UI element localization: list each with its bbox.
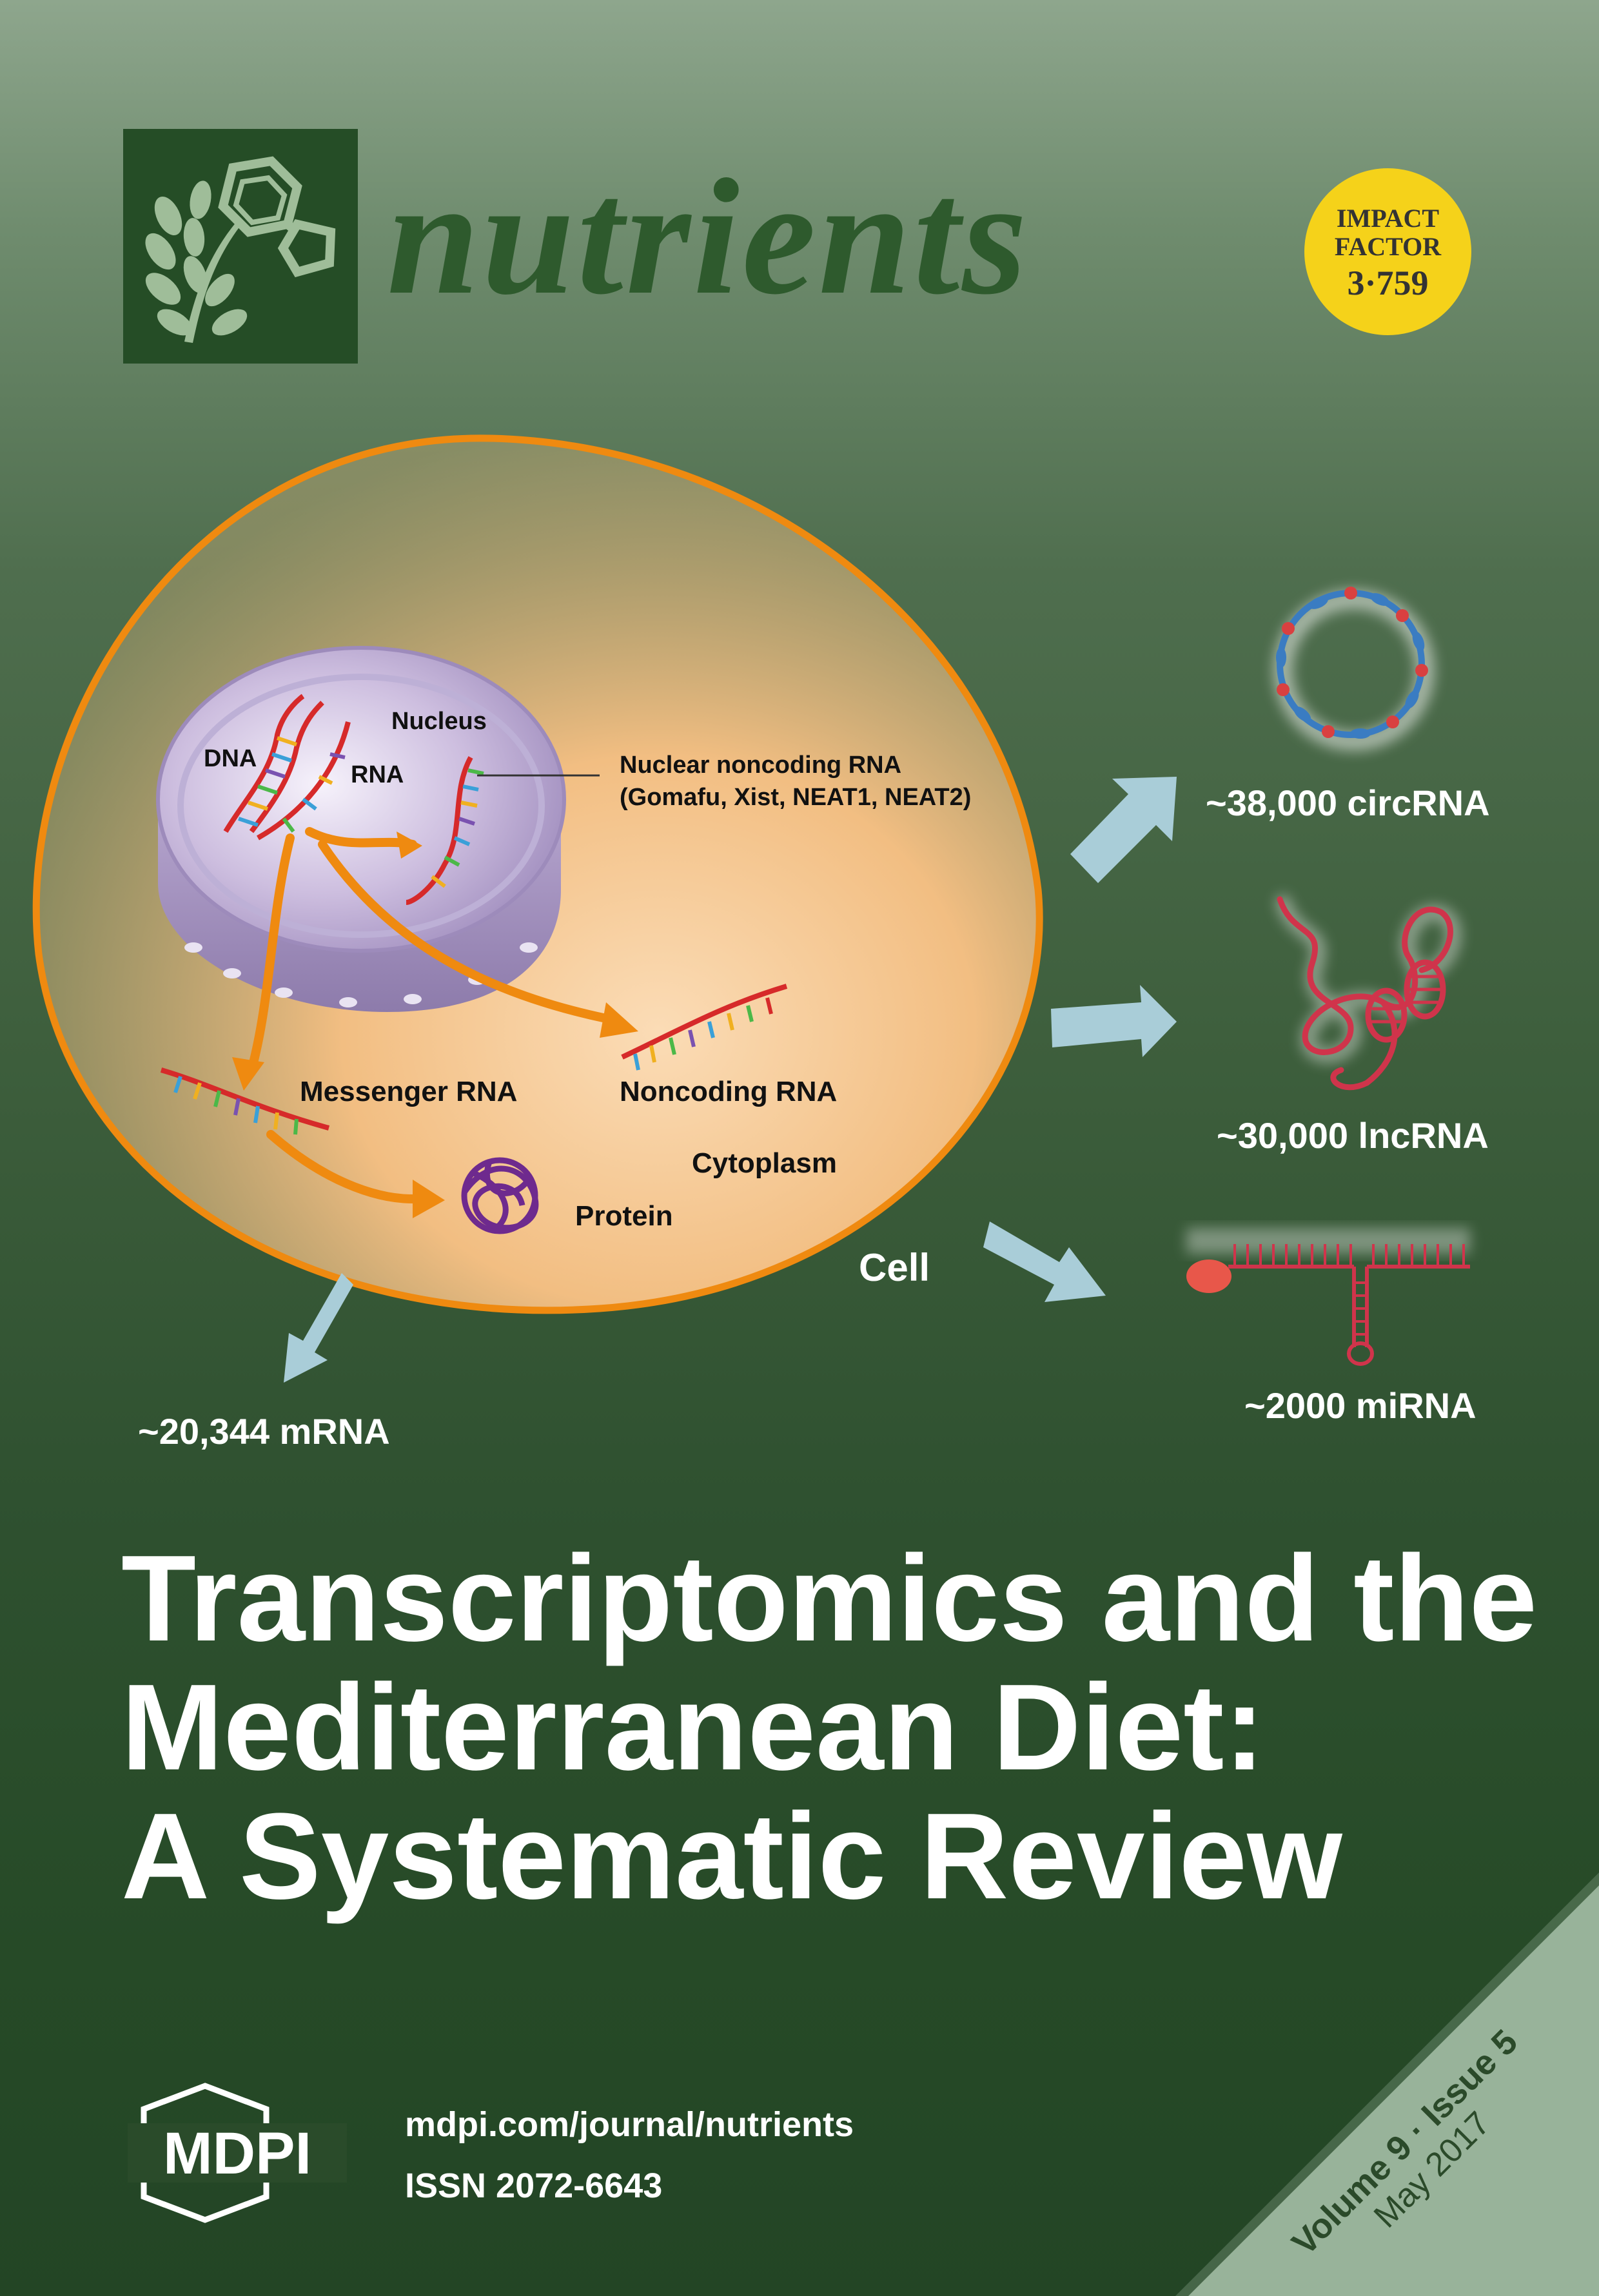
messenger-rna-label: Messenger RNA <box>300 1076 518 1107</box>
messenger-rna-strand <box>160 1067 330 1135</box>
wheat-and-molecule-icon <box>145 156 336 343</box>
protein-illustration <box>461 1157 539 1234</box>
lncrna-illustration <box>1275 895 1462 1091</box>
nucleus-label: Nucleus <box>391 708 487 735</box>
nucleus <box>156 646 566 1012</box>
output-arrows <box>284 777 1177 1383</box>
cell-label: Cell <box>859 1246 930 1289</box>
impact-factor-line1: IMPACT <box>1336 204 1440 233</box>
cytoplasm-ncrna-strand <box>621 984 788 1071</box>
rna-label: RNA <box>351 761 404 788</box>
nuclear-ncrna-examples: (Gomafu, Xist, NEAT1, NEAT2) <box>620 784 972 811</box>
mdpi-hexagon-icon: MDPI <box>128 2083 347 2223</box>
lncrna-count: ~30,000 lncRNA <box>1217 1115 1489 1156</box>
mirna-illustration <box>1186 1228 1470 1366</box>
mrna-count: ~20,344 mRNA <box>138 1411 390 1452</box>
impact-factor-value: 3·759 <box>1347 264 1429 302</box>
article-title-line1: Transcriptomics and the <box>121 1530 1538 1667</box>
cytoplasm-label: Cytoplasm <box>692 1147 837 1179</box>
mirna-count: ~2000 miRNA <box>1244 1385 1476 1426</box>
dna-strand <box>223 694 351 841</box>
journal-name: nutrients <box>387 144 1030 329</box>
issn: ISSN 2072-6643 <box>405 2166 663 2205</box>
dna-label: DNA <box>204 745 257 772</box>
nuclear-ncrna-label: Nuclear noncoding RNA <box>620 752 902 779</box>
protein-label: Protein <box>575 1200 673 1232</box>
journal-logo <box>123 129 358 364</box>
article-title-line3: A Systematic Review <box>121 1788 1342 1925</box>
nuclear-ncrna-strand <box>406 756 600 905</box>
article-title: Transcriptomics and the Mediterranean Di… <box>121 1530 1538 1925</box>
circrna-illustration <box>1273 587 1435 751</box>
impact-factor-badge: IMPACT FACTOR 3·759 <box>1304 168 1471 335</box>
journal-url[interactable]: mdpi.com/journal/nutrients <box>405 2105 854 2144</box>
publisher-name: MDPI <box>163 2121 311 2186</box>
noncoding-rna-label: Noncoding RNA <box>620 1076 838 1107</box>
circrna-count: ~38,000 circRNA <box>1206 783 1490 823</box>
impact-factor-line2: FACTOR <box>1334 232 1442 261</box>
article-title-line2: Mediterranean Diet: <box>121 1659 1265 1796</box>
publisher-logo: MDPI <box>128 2082 347 2224</box>
